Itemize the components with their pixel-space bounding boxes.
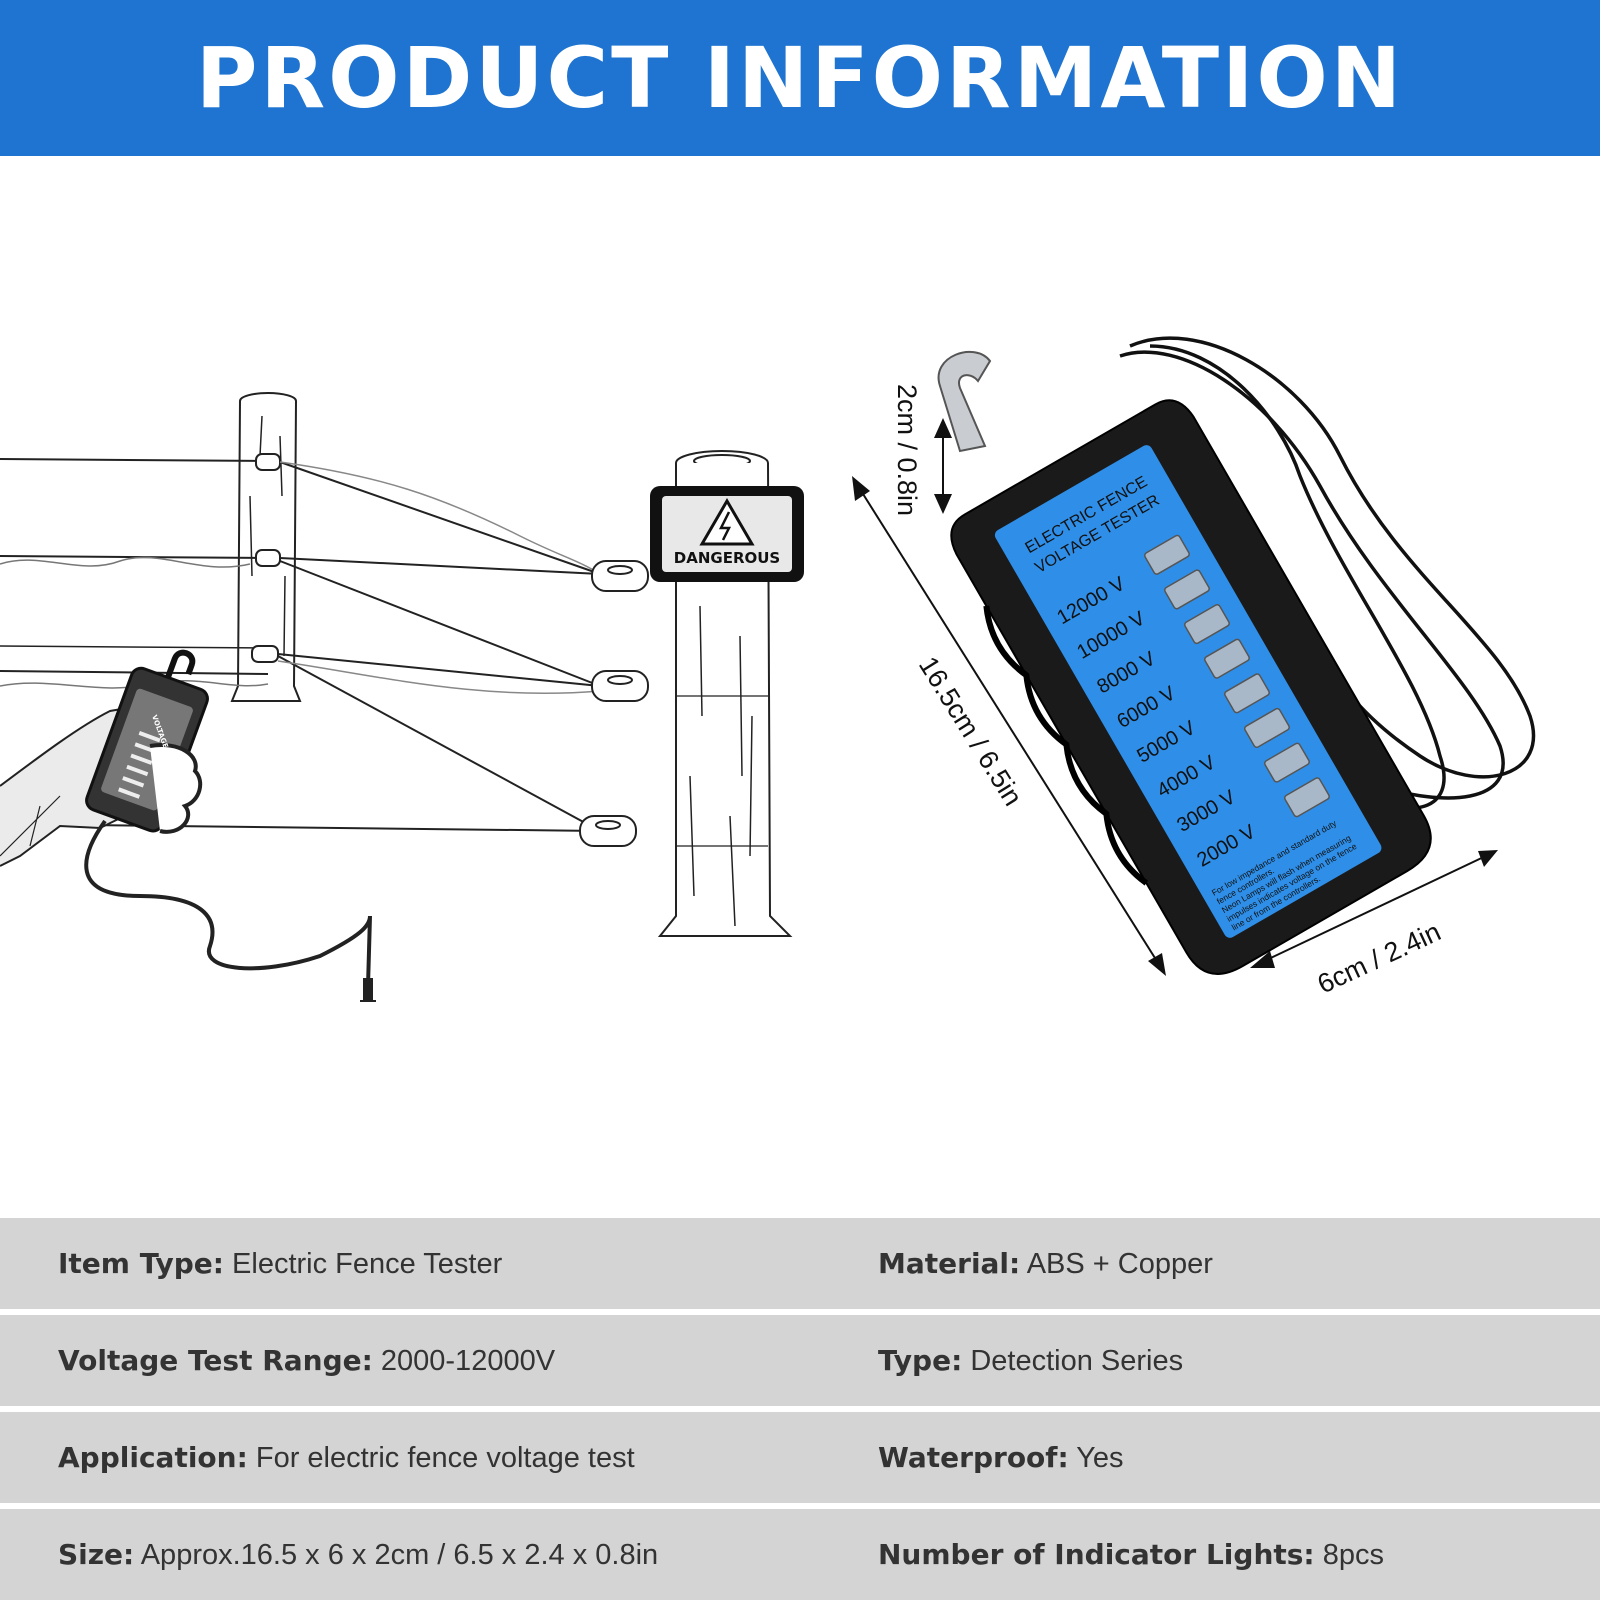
spec-voltage-range: Voltage Test Range: 2000-12000V [58, 1343, 556, 1377]
indicator-lamp-icon [1143, 534, 1190, 575]
dim-length-label: 16.5cm / 6.5in [913, 651, 1028, 811]
indicator-lamp-icon [1203, 638, 1250, 679]
product-illustration: DANGEROUS VOLTAGE TESTER ELECTRIC FENCE … [0, 156, 1600, 1216]
specs-table: Item Type: Electric Fence Tester Materia… [0, 1218, 1600, 1600]
indicator-lamp-icon [1263, 742, 1310, 783]
spec-indicator-lights: Number of Indicator Lights: 8pcs [878, 1537, 1384, 1571]
spec-row: Voltage Test Range: 2000-12000V Type: De… [0, 1315, 1600, 1406]
page-title: PRODUCT INFORMATION [195, 29, 1405, 127]
title-banner: PRODUCT INFORMATION [0, 0, 1600, 156]
spec-type: Type: Detection Series [878, 1343, 1184, 1377]
indicator-lamp-icon [1163, 569, 1210, 610]
spec-material: Material: ABS + Copper [878, 1246, 1213, 1280]
cable-coil [1119, 336, 1536, 812]
blue-panel [994, 445, 1382, 938]
illustration-svg: DANGEROUS VOLTAGE TESTER ELECTRIC FENCE … [0, 336, 1536, 1002]
fence-scene [0, 392, 804, 1002]
spec-item-type: Item Type: Electric Fence Tester [58, 1246, 503, 1280]
hook-icon [937, 351, 992, 453]
indicator-lamp-icon [1223, 673, 1270, 714]
spec-application: Application: For electric fence voltage … [58, 1440, 635, 1474]
spec-row: Size: Approx.16.5 x 6 x 2cm / 6.5 x 2.4 … [0, 1509, 1600, 1600]
insulators [579, 560, 649, 847]
indicator-lamp-icon [1243, 707, 1290, 749]
dimension-lines [852, 418, 1498, 976]
indicator-lamp-icon [1283, 777, 1330, 818]
spec-size: Size: Approx.16.5 x 6 x 2cm / 6.5 x 2.4 … [58, 1537, 659, 1571]
dim-height-label: 2cm / 0.8in [892, 384, 922, 516]
danger-sign [650, 486, 804, 582]
spec-row: Item Type: Electric Fence Tester Materia… [0, 1218, 1600, 1309]
spec-waterproof: Waterproof: Yes [878, 1440, 1124, 1474]
spec-row: Application: For electric fence voltage … [0, 1412, 1600, 1503]
danger-sign-text: DANGEROUS [674, 549, 780, 567]
hand-with-tester [0, 649, 376, 1002]
indicator-lamp-icon [1183, 604, 1230, 645]
product-tester: ELECTRIC FENCE VOLTAGE TESTER 12000 V100… [852, 336, 1536, 999]
